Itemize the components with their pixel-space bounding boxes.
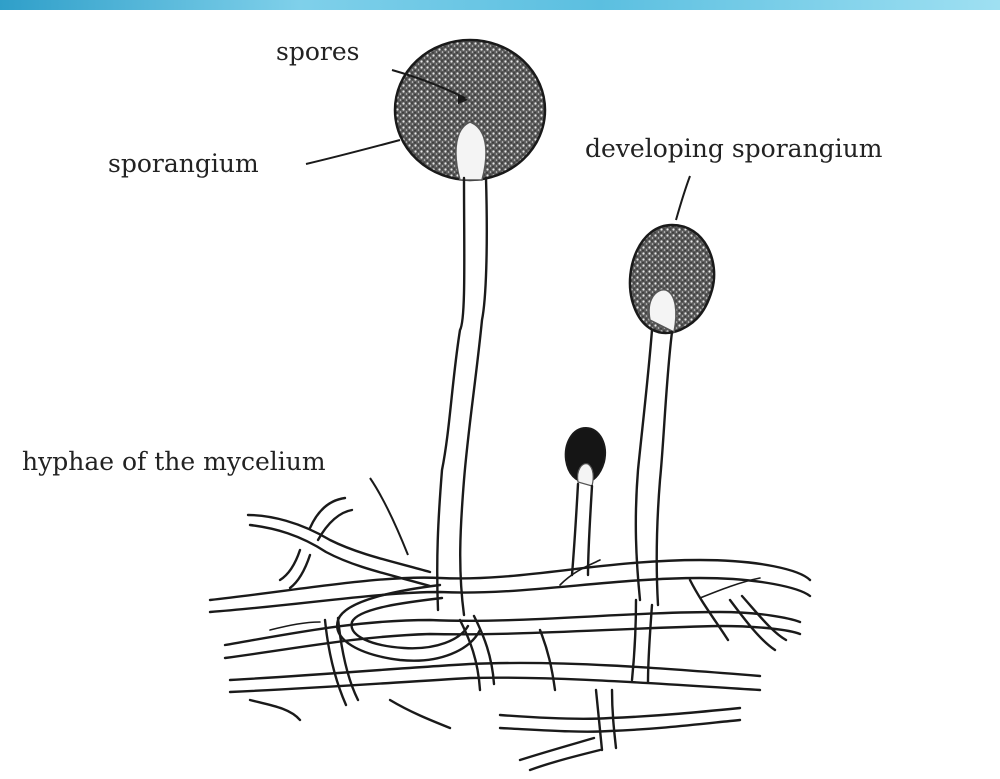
mature-sporangiophore	[437, 178, 487, 615]
columella	[456, 122, 486, 180]
sporangium-leader-line	[306, 140, 400, 164]
label-spores: spores	[276, 37, 359, 66]
label-sporangium: sporangium	[108, 149, 259, 178]
young-sporangium	[566, 428, 605, 575]
label-developing-sporangium: developing sporangium	[585, 134, 883, 163]
hyphae-leader-line	[370, 478, 408, 555]
developing-sporangiophore	[636, 330, 672, 605]
developing-sporangium-head	[630, 225, 714, 333]
label-hyphae-of-the-mycelium: hyphae of the mycelium	[22, 447, 326, 476]
mycelium-hyphae	[210, 498, 810, 770]
developing-sporangium-leader-line	[676, 176, 690, 220]
mature-sporangium	[395, 40, 545, 180]
